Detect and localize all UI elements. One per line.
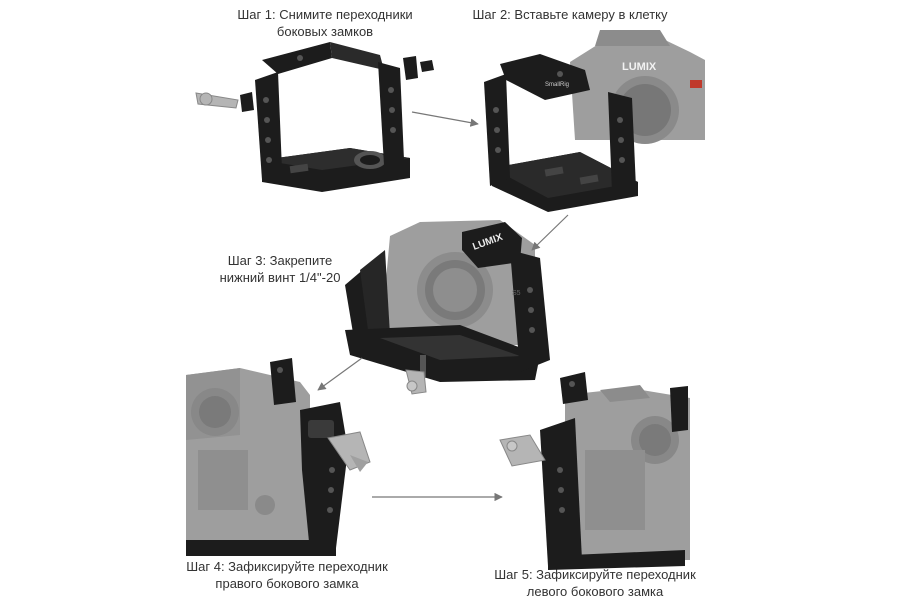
step4-caption: Шаг 4: Зафиксируйте переходник правого б… — [162, 558, 412, 592]
arrow-step2-to-step3 — [531, 214, 569, 251]
step4-camera — [186, 368, 310, 540]
step3-caption: Шаг 3: Закрепите нижний винт 1/4"-20 — [200, 252, 360, 286]
arrow-step1-to-step2 — [411, 111, 479, 127]
step5-lever — [499, 434, 546, 467]
step5-illustration — [499, 372, 690, 570]
step1-caption-line2: боковых замков — [276, 24, 374, 39]
step1-caption: Шаг 1: Снимите переходники боковых замко… — [210, 6, 440, 40]
step1-lever — [195, 92, 239, 109]
step2-camera-brand: LUMIX — [622, 61, 657, 73]
step2-caption: Шаг 2: Вставьте камеру в клетку — [445, 6, 695, 23]
step3-caption-line2: нижний винт 1/4"-20 — [219, 270, 341, 285]
step4-lever — [327, 431, 371, 472]
step3-screw-lever — [405, 355, 427, 395]
step5-camera — [565, 385, 690, 560]
step3-cage: LUMIX S5 — [345, 222, 550, 382]
step3-model-badge: S5 — [512, 290, 521, 297]
step2-camera: LUMIX — [570, 30, 705, 144]
step3-caption-line1: Шаг 3: Закрепите — [227, 253, 333, 268]
step1-cage — [240, 42, 434, 192]
step4-illustration — [186, 358, 371, 556]
step1-illustration — [195, 42, 434, 192]
step2-illustration: LUMIX SmallRig — [484, 30, 705, 212]
step4-caption-line2: правого бокового замка — [215, 576, 359, 591]
step1-caption-line1: Шаг 1: Снимите переходники — [237, 7, 413, 22]
arrow-step3-to-step4 — [317, 357, 363, 391]
step3-illustration: LUMIX S5 — [345, 220, 550, 395]
step2-cage: SmallRig — [484, 54, 638, 212]
step5-caption: Шаг 5: Зафиксируйте переходник левого бо… — [470, 566, 720, 600]
step5-cage — [540, 372, 688, 570]
step4-caption-line1: Шаг 4: Зафиксируйте переходник — [186, 559, 388, 574]
step5-caption-line2: левого бокового замка — [526, 584, 664, 599]
step5-caption-line1: Шаг 5: Зафиксируйте переходник — [494, 567, 696, 582]
step2-cage-brand: SmallRig — [545, 82, 569, 88]
step2-caption-line1: Шаг 2: Вставьте камеру в клетку — [472, 7, 668, 22]
